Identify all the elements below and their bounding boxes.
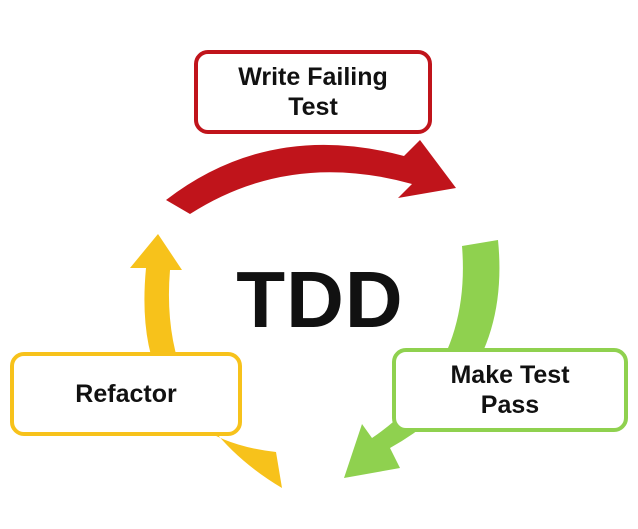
- center-title: TDD: [236, 255, 404, 344]
- stage-label: Write Failing Test: [238, 63, 388, 121]
- stage-label: Make Test Pass: [450, 361, 570, 419]
- arrow-yellow-refactor-to-write: [130, 234, 282, 488]
- arrow-red-write-to-pass: [166, 140, 456, 214]
- stage-make-test-pass: Make Test Pass: [392, 348, 628, 432]
- stage-refactor: Refactor: [10, 352, 242, 436]
- stage-label: Refactor: [75, 380, 177, 408]
- stage-write-failing-test: Write Failing Test: [194, 50, 432, 134]
